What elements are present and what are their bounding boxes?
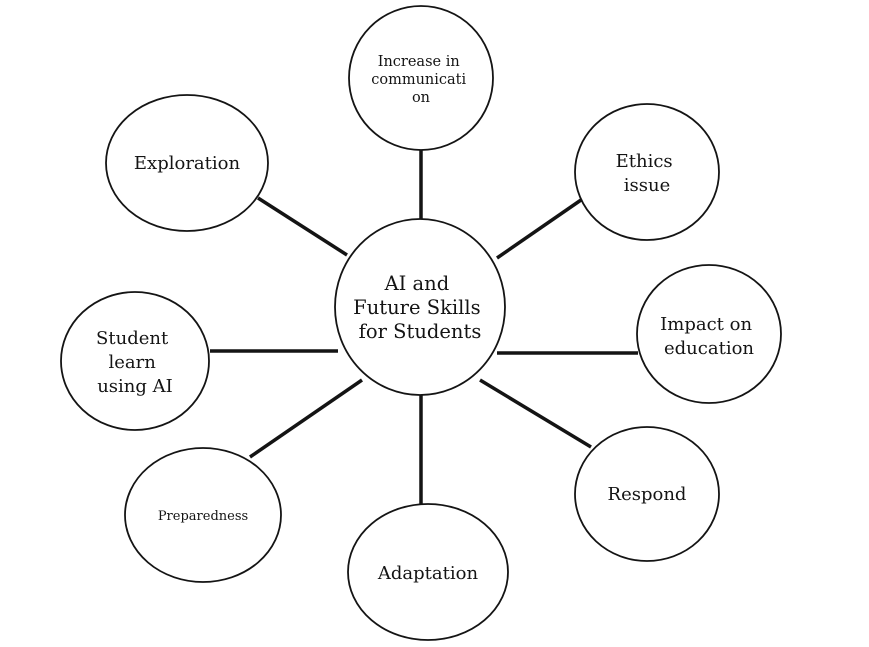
node-label-line: Respond xyxy=(608,484,687,505)
node-student: Student learn using AI xyxy=(60,291,210,431)
node-label-line: Exploration xyxy=(134,153,241,174)
node-exploration-shape xyxy=(105,94,269,232)
node-preparedness-label: Preparedness xyxy=(158,509,248,524)
node-adaptation-shape xyxy=(347,503,509,641)
node-label-line: using AI xyxy=(97,376,173,397)
node-label-line: on xyxy=(412,90,430,106)
node-impact-label: Impact on education xyxy=(660,314,758,359)
center-node: AI and Future Skills for Students xyxy=(334,218,506,396)
node-communication: Increase in communicati on xyxy=(348,5,494,151)
node-label-line: Increase in xyxy=(378,54,460,70)
node-label-line: Student xyxy=(96,328,169,349)
node-label-line: education xyxy=(664,338,754,359)
node-communication-shape xyxy=(348,5,494,151)
node-label-line: issue xyxy=(624,175,670,196)
node-label-line: Adaptation xyxy=(377,563,479,584)
node-label-line: Preparedness xyxy=(158,509,248,524)
node-adaptation-label: Adaptation xyxy=(377,563,479,584)
connectors xyxy=(210,150,638,505)
node-label-line: communicati xyxy=(371,72,466,88)
connector-ethics xyxy=(496,198,582,260)
center-node-label-line: Future Skills xyxy=(353,296,480,319)
center-node-label: AI and Future Skills for Students xyxy=(353,272,487,343)
node-adaptation: Adaptation xyxy=(347,503,509,641)
node-label-line: learn xyxy=(108,352,156,373)
node-exploration-label: Exploration xyxy=(134,153,241,174)
center-node-label-line: for Students xyxy=(359,320,482,343)
center-node-label-line: AI and xyxy=(384,272,450,295)
node-respond: Respond xyxy=(574,426,720,562)
node-exploration: Exploration xyxy=(105,94,269,232)
node-student-label: Student learn using AI xyxy=(96,328,174,397)
node-student-shape xyxy=(60,291,210,431)
node-ethics-label: Ethics issue xyxy=(616,151,679,196)
connector-exploration xyxy=(257,196,348,257)
node-impact: Impact on education xyxy=(636,264,782,404)
node-respond-shape xyxy=(574,426,720,562)
node-respond-label: Respond xyxy=(608,484,687,505)
node-communication-label: Increase in communicati on xyxy=(371,54,471,106)
node-label-line: Ethics xyxy=(616,151,673,172)
connector-preparedness xyxy=(249,378,363,459)
center-node-shape xyxy=(334,218,506,396)
node-label-line: Impact on xyxy=(660,314,752,335)
node-ethics-shape xyxy=(574,103,720,241)
node-impact-shape xyxy=(636,264,782,404)
connector-respond xyxy=(479,378,592,449)
node-ethics: Ethics issue xyxy=(574,103,720,241)
node-preparedness: Preparedness xyxy=(124,447,282,583)
node-preparedness-shape xyxy=(124,447,282,583)
